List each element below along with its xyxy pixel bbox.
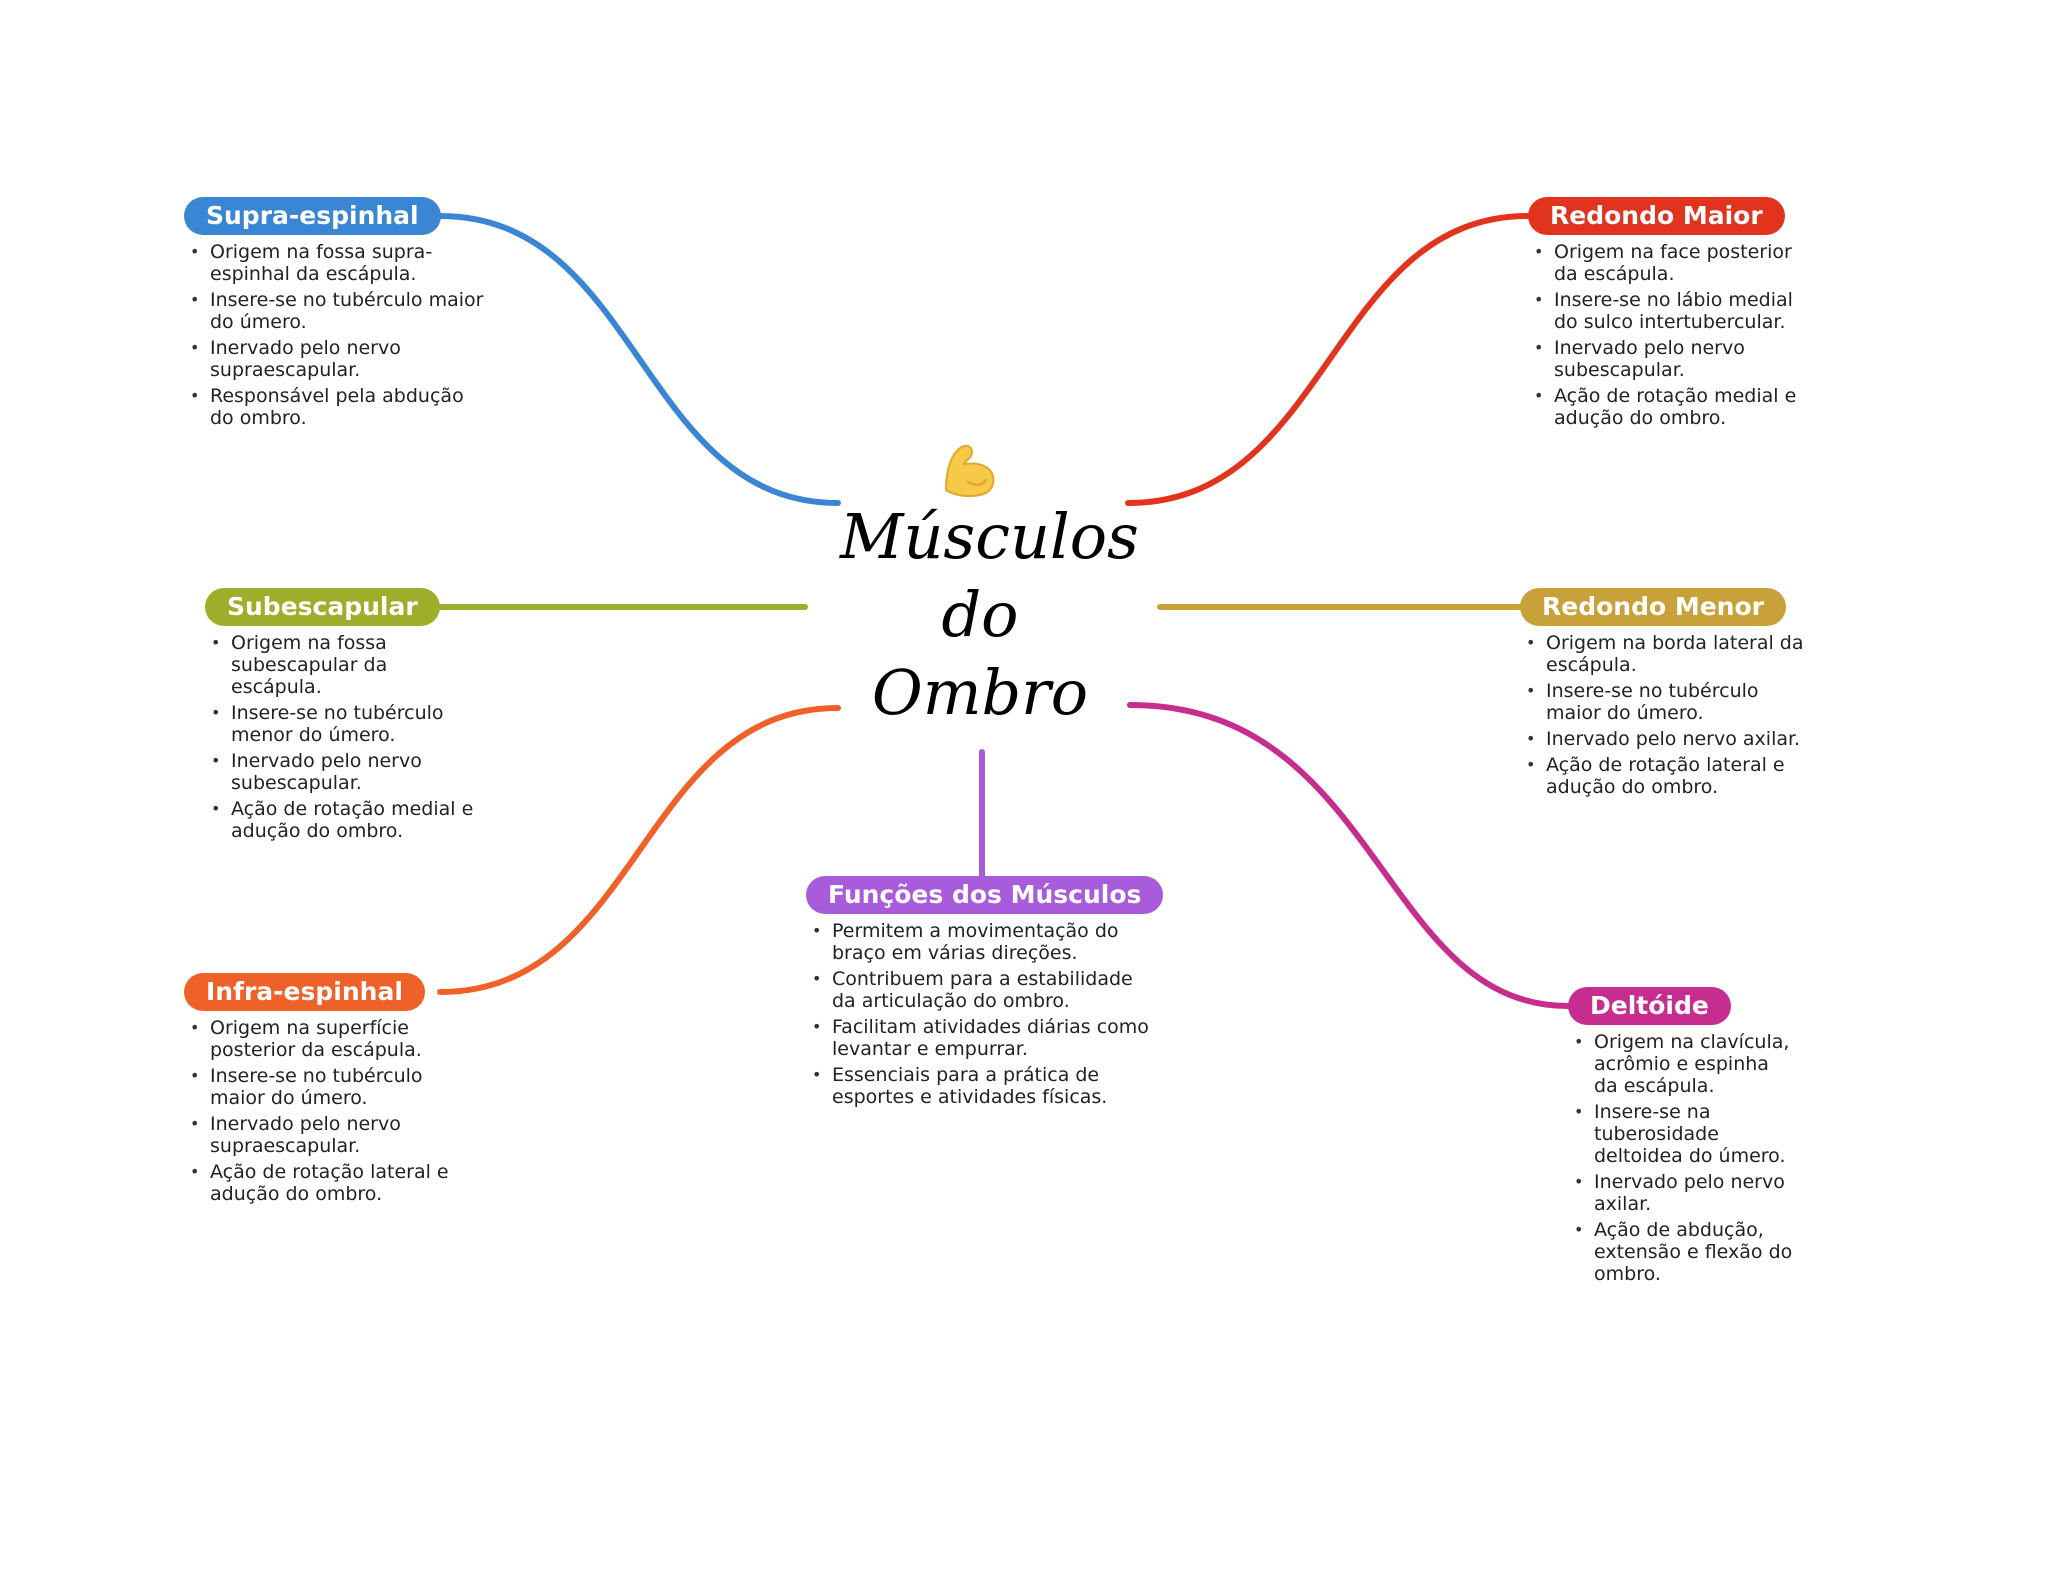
topic-pill-deltoide[interactable]: Deltóide <box>1568 987 1731 1025</box>
branch-deltoide: Deltóide Origem na clavícula, acrômio e … <box>1568 987 1808 1289</box>
topic-pill-redondo-menor[interactable]: Redondo Menor <box>1520 588 1786 626</box>
connector-infra-espinhal <box>437 705 841 995</box>
detail-item: Insere-se na tuberosidade deltoidea do ú… <box>1570 1101 1795 1167</box>
detail-item: Insere-se no tubérculo maior do úmero. <box>186 289 486 333</box>
detail-item: Origem na borda lateral da escápula. <box>1522 632 1812 676</box>
topic-details-subescapular: Origem na fossa subescapular da escápula… <box>207 632 477 842</box>
detail-item: Ação de rotação lateral e adução do ombr… <box>1522 754 1812 798</box>
topic-pill-redondo-maior[interactable]: Redondo Maior <box>1528 197 1785 235</box>
central-topic-title: Músculos do Ombro <box>840 498 1139 732</box>
central-title-line: Ombro <box>871 656 1089 729</box>
detail-item: Insere-se no tubérculo maior do úmero. <box>1522 680 1812 724</box>
branch-infra-espinhal: Infra-espinhal Origem na superfície post… <box>184 973 484 1209</box>
detail-item: Inervado pelo nervo subescapular. <box>1530 337 1820 381</box>
topic-details-infra-espinhal: Origem na superfície posterior da escápu… <box>186 1017 456 1205</box>
topic-details-redondo-maior: Origem na face posterior da escápula. In… <box>1530 241 1820 429</box>
detail-item: Responsável pela abdução do ombro. <box>186 385 486 429</box>
connector-deltoide <box>1127 702 1571 1009</box>
topic-details-deltoide: Origem na clavícula, acrômio e espinha d… <box>1570 1031 1795 1285</box>
detail-item: Insere-se no tubérculo maior do úmero. <box>186 1065 456 1109</box>
detail-item: Origem na clavícula, acrômio e espinha d… <box>1570 1031 1795 1097</box>
topic-pill-subescapular[interactable]: Subescapular <box>205 588 440 626</box>
detail-item: Inervado pelo nervo subescapular. <box>207 750 477 794</box>
branch-subescapular: Subescapular Origem na fossa subescapula… <box>205 588 505 846</box>
detail-item: Facilitam atividades diárias como levant… <box>808 1016 1158 1060</box>
detail-item: Inervado pelo nervo axilar. <box>1522 728 1812 750</box>
branch-supra-espinhal: Supra-espinhal Origem na fossa supra-esp… <box>184 197 504 433</box>
detail-item: Origem na superfície posterior da escápu… <box>186 1017 456 1061</box>
detail-item: Origem na fossa supra-espinhal da escápu… <box>186 241 486 285</box>
flexed-biceps-icon <box>944 444 995 497</box>
topic-pill-supra-espinhal[interactable]: Supra-espinhal <box>184 197 441 235</box>
detail-item: Inervado pelo nervo axilar. <box>1570 1171 1795 1215</box>
detail-item: Insere-se no tubérculo menor do úmero. <box>207 702 477 746</box>
detail-item: Essenciais para a prática de esportes e … <box>808 1064 1158 1108</box>
topic-details-redondo-menor: Origem na borda lateral da escápula. Ins… <box>1522 632 1812 798</box>
central-title-line: do <box>941 578 1019 651</box>
detail-item: Origem na fossa subescapular da escápula… <box>207 632 477 698</box>
topic-details-funcoes-dos-musculos: Permitem a movimentação do braço em vári… <box>808 920 1158 1108</box>
topic-details-supra-espinhal: Origem na fossa supra-espinhal da escápu… <box>186 241 486 429</box>
topic-pill-infra-espinhal[interactable]: Infra-espinhal <box>184 973 425 1011</box>
detail-item: Ação de rotação medial e adução do ombro… <box>1530 385 1820 429</box>
detail-item: Ação de abdução, extensão e flexão do om… <box>1570 1219 1795 1285</box>
topic-pill-funcoes-dos-musculos[interactable]: Funções dos Músculos <box>806 876 1164 914</box>
detail-item: Contribuem para a estabilidade da articu… <box>808 968 1158 1012</box>
connector-redondo-maior <box>1125 213 1531 506</box>
connector-supra-espinhal <box>437 213 841 506</box>
detail-item: Inervado pelo nervo supraescapular. <box>186 1113 456 1157</box>
detail-item: Origem na face posterior da escápula. <box>1530 241 1820 285</box>
detail-item: Ação de rotação medial e adução do ombro… <box>207 798 477 842</box>
branch-redondo-maior: Redondo Maior Origem na face posterior d… <box>1528 197 1848 433</box>
detail-item: Insere-se no lábio medial do sulco inter… <box>1530 289 1820 333</box>
detail-item: Ação de rotação lateral e adução do ombr… <box>186 1161 456 1205</box>
branch-redondo-menor: Redondo Menor Origem na borda lateral da… <box>1520 588 1840 802</box>
detail-item: Permitem a movimentação do braço em vári… <box>808 920 1158 964</box>
detail-item: Inervado pelo nervo supraescapular. <box>186 337 486 381</box>
central-title-line: Músculos <box>840 500 1139 573</box>
branch-funcoes-dos-musculos: Funções dos Músculos Permitem a moviment… <box>806 876 1166 1112</box>
